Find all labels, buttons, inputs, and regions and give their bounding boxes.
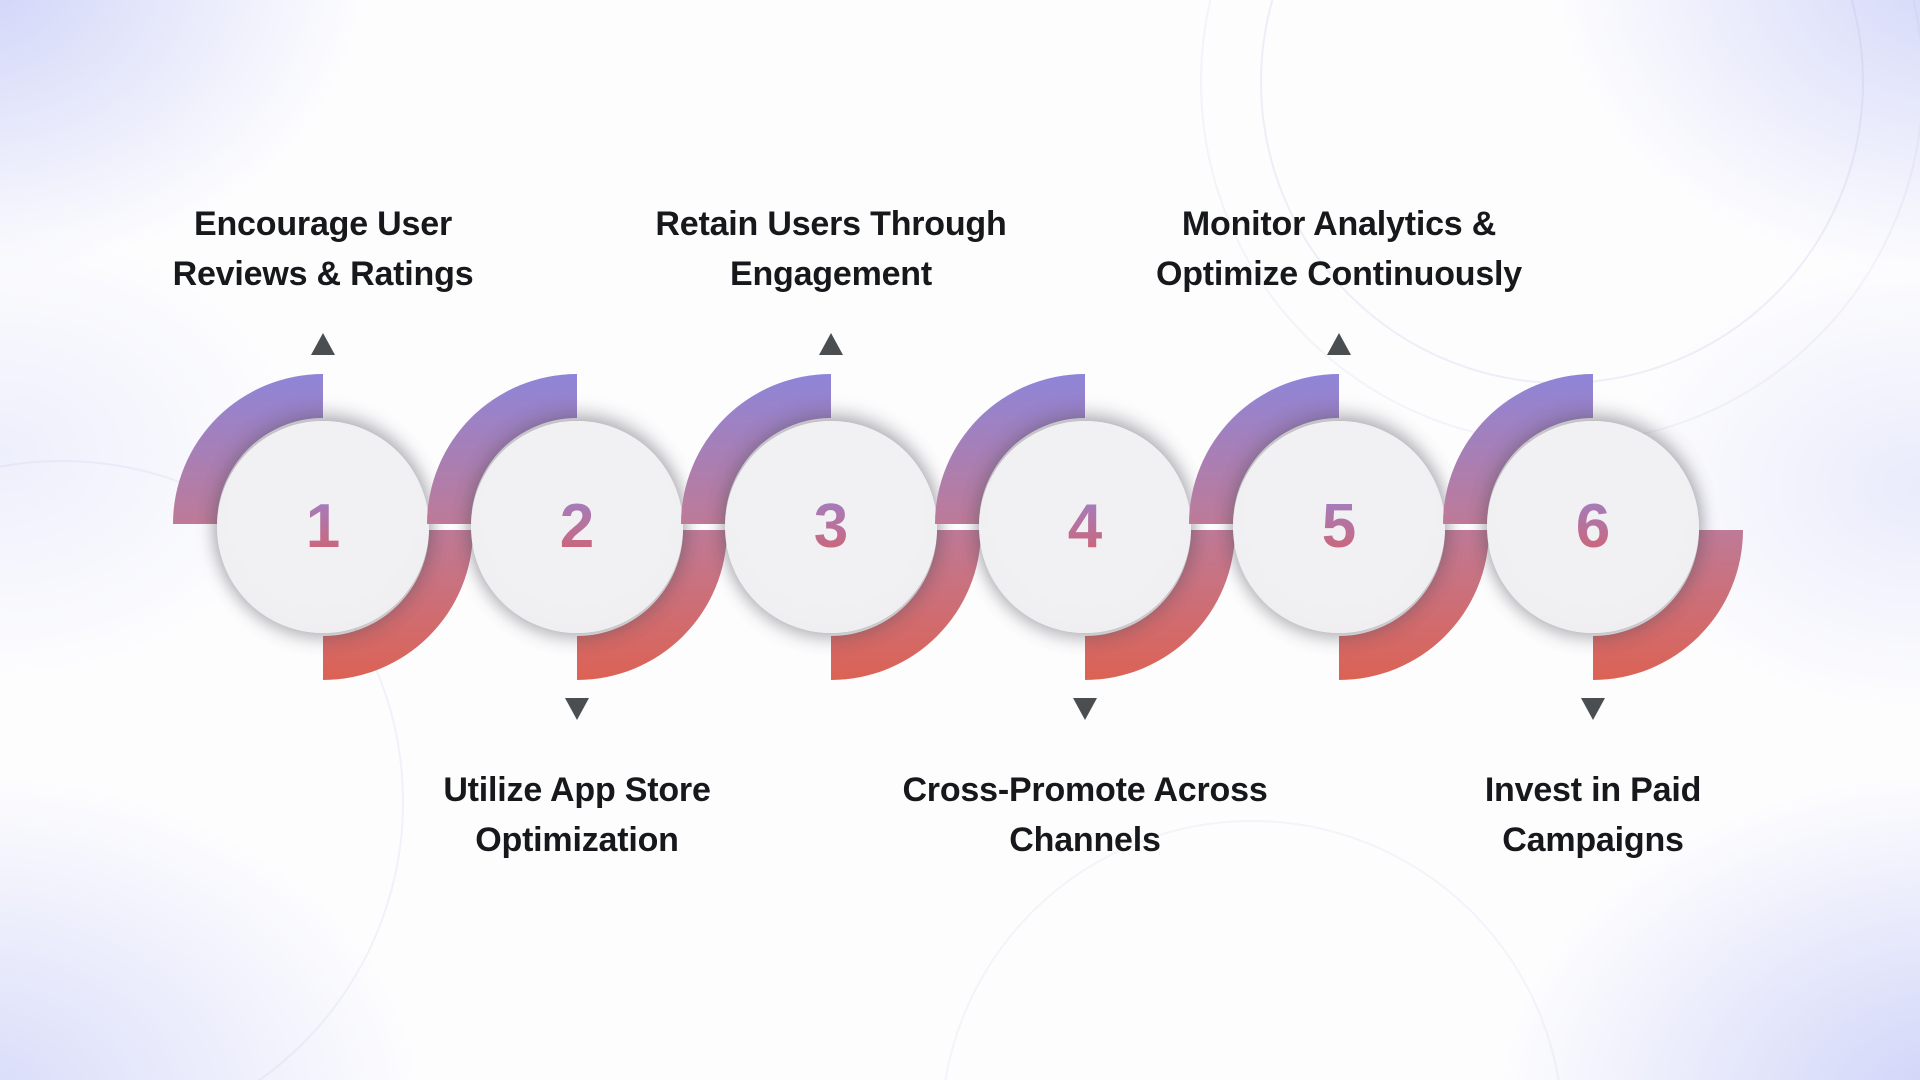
arrow-up-icon xyxy=(311,333,335,355)
swirl-arcs xyxy=(427,374,727,680)
step-4-label-line2: Channels xyxy=(1009,821,1161,859)
arrow-down-icon xyxy=(1073,698,1097,720)
swirl-arcs xyxy=(1189,374,1489,680)
step-3-circle: 3 xyxy=(725,421,937,633)
swirl-arcs xyxy=(935,374,1235,680)
step-4-label-line1: Cross-Promote Across xyxy=(902,771,1268,809)
step-2-label-line1: Utilize App Store xyxy=(443,771,711,809)
swirl-arcs xyxy=(681,374,981,680)
step-5-label-line1: Monitor Analytics & xyxy=(1181,205,1497,243)
step-1: Encourage User Reviews & Ratings 1 xyxy=(173,0,474,1080)
step-4: Cross-Promote Across Channels 4 xyxy=(902,0,1268,1080)
swirl-arcs xyxy=(1443,374,1743,680)
step-4-label: Cross-Promote Across Channels xyxy=(845,765,1325,865)
step-5-label: Monitor Analytics & Optimize Continuousl… xyxy=(1099,199,1579,299)
step-2-label: Utilize App Store Optimization xyxy=(337,765,817,865)
step-2-number: 2 xyxy=(559,492,595,561)
arrow-up-icon xyxy=(819,333,843,355)
step-3-number: 3 xyxy=(813,492,849,561)
step-1-circle: 1 xyxy=(217,421,429,633)
step-1-label-line1: Encourage User xyxy=(194,205,452,243)
step-3: Retain Users Through Engagement 3 xyxy=(655,0,1007,1080)
step-4-number: 4 xyxy=(1067,492,1103,561)
step-6-label-line2: Campaigns xyxy=(1502,821,1684,859)
step-2: Utilize App Store Optimization 2 xyxy=(427,0,727,1080)
arrow-down-icon xyxy=(565,698,589,720)
step-6-circle: 6 xyxy=(1487,421,1699,633)
step-1-number: 1 xyxy=(305,492,341,561)
step-5-label-line2: Optimize Continuously xyxy=(1155,255,1522,293)
step-3-label: Retain Users Through Engagement xyxy=(591,199,1071,299)
step-6: Invest in Paid Campaigns 6 xyxy=(1443,0,1743,1080)
step-5: Monitor Analytics & Optimize Continuousl… xyxy=(1156,0,1522,1080)
step-6-label: Invest in Paid Campaigns xyxy=(1353,765,1833,865)
step-3-label-line2: Engagement xyxy=(729,255,933,293)
step-6-label-line1: Invest in Paid xyxy=(1484,771,1702,809)
arrow-up-icon xyxy=(1327,333,1351,355)
step-1-label: Encourage User Reviews & Ratings xyxy=(83,199,563,299)
step-1-label-line2: Reviews & Ratings xyxy=(172,255,474,293)
step-5-number: 5 xyxy=(1321,492,1357,561)
step-4-circle: 4 xyxy=(979,421,1191,633)
step-5-circle: 5 xyxy=(1233,421,1445,633)
step-3-label-line1: Retain Users Through xyxy=(655,205,1007,243)
step-2-label-line2: Optimization xyxy=(475,821,679,859)
swirl-arcs xyxy=(173,374,473,680)
step-6-number: 6 xyxy=(1575,492,1611,561)
step-2-circle: 2 xyxy=(471,421,683,633)
arrow-down-icon xyxy=(1581,698,1605,720)
